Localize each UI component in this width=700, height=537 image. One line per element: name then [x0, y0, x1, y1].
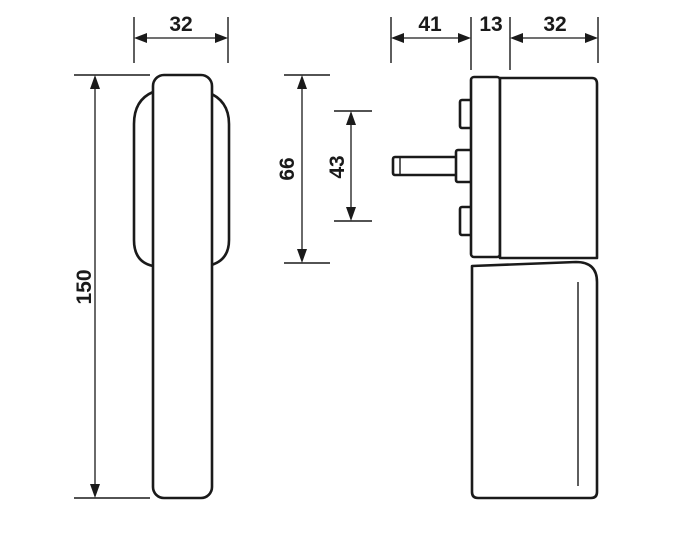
rose-height-label: 66 — [276, 157, 299, 180]
front-width-arrow-left — [134, 33, 147, 43]
side-lever-block — [498, 76, 599, 260]
side-rose-plate — [469, 75, 502, 259]
front-view: 32 150 — [73, 13, 231, 500]
front-height-arrow-top — [90, 75, 100, 89]
side-view: 41 13 32 — [390, 13, 599, 500]
front-height-arrow-bottom — [90, 484, 100, 498]
side-plate-label: 13 — [479, 13, 502, 36]
side-width-arrow-right — [585, 33, 598, 43]
rose-height-arrow-bottom — [297, 249, 307, 263]
side-width-arrow-left — [510, 33, 523, 43]
side-lever-grip — [470, 260, 599, 500]
front-width-arrow-right — [215, 33, 228, 43]
rose-dimensions: 66 43 — [276, 74, 372, 264]
screw-spacing-arrow-top — [346, 111, 356, 125]
front-width-label: 32 — [169, 13, 192, 36]
side-spindle — [391, 155, 459, 177]
front-height-label: 150 — [73, 269, 96, 304]
rose-height-arrow-top — [297, 75, 307, 89]
screw-spacing-label: 43 — [326, 155, 349, 178]
side-spindle-collar — [454, 148, 474, 184]
screw-spacing-arrow-bottom — [346, 207, 356, 221]
side-projection-label: 41 — [418, 13, 442, 36]
side-projection-arrow-right — [458, 33, 471, 43]
side-projection-arrow-left — [391, 33, 404, 43]
side-width-label: 32 — [543, 13, 566, 36]
front-handle — [151, 73, 214, 500]
